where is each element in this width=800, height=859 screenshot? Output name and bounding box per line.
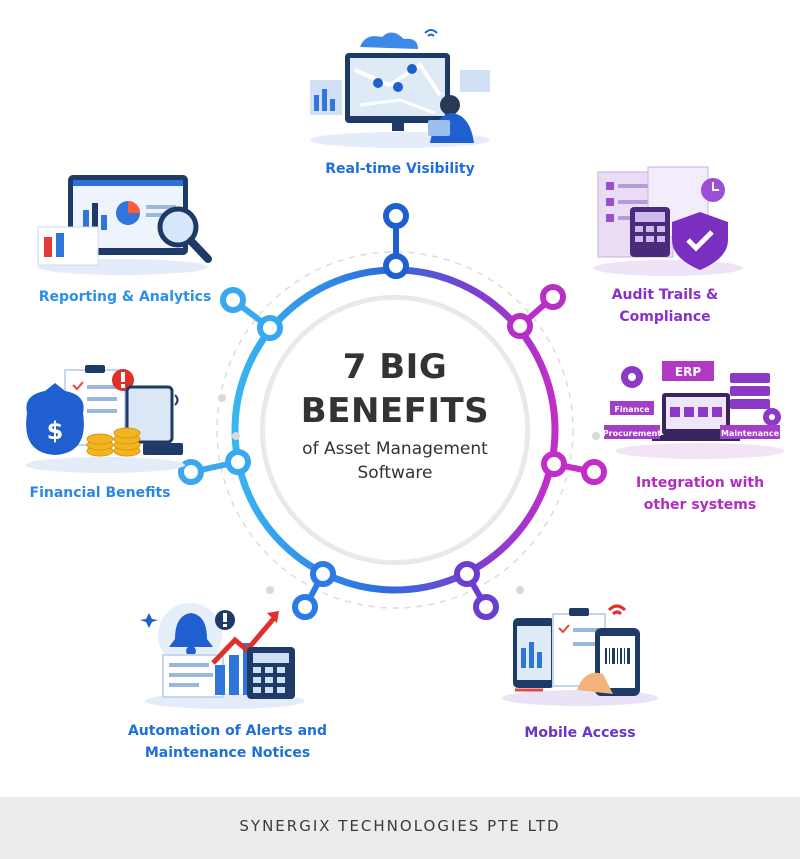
node-left: [178, 449, 251, 485]
label-audit-line1: Audit Trails &: [611, 287, 719, 303]
center-subtitle-line1: of Asset Management: [302, 439, 488, 459]
benefit-ring: [178, 203, 607, 620]
label-automation-line2: Maintenance Notices: [144, 745, 311, 761]
label-reporting-analytics: Reporting & Analytics: [38, 289, 212, 305]
reporting-analytics-illustration: [37, 175, 212, 275]
node-lower-right: [454, 561, 499, 620]
node-lower-left: [292, 561, 336, 620]
tag-maintenance: Maintenance: [721, 429, 780, 438]
footer-company-name: SYNERGIX TECHNOLOGIES PTE LTD: [239, 817, 561, 835]
center-title-block: 7 BIG BENEFITS of Asset Management Softw…: [270, 345, 520, 485]
label-automation-alerts: Automation of Alerts and Maintenance Not…: [110, 720, 345, 764]
audit-compliance-illustration: [593, 166, 743, 276]
real-time-visibility-illustration: [310, 29, 490, 148]
label-financial-benefits: Financial Benefits: [29, 485, 171, 501]
automation-alerts-illustration: [140, 603, 305, 709]
label-audit-line2: Compliance: [619, 309, 711, 325]
financial-benefits-illustration: $: [25, 365, 185, 473]
svg-text:$: $: [47, 417, 64, 445]
center-title-line1: 7 BIG: [342, 347, 448, 387]
label-integration: Integration with other systems: [610, 472, 790, 516]
node-upper-right: [507, 284, 566, 339]
tag-erp: ERP: [675, 365, 701, 379]
footer-bar: SYNERGIX TECHNOLOGIES PTE LTD: [0, 797, 800, 859]
mobile-access-illustration: [502, 604, 658, 706]
integration-illustration: ERP Finance Procurement Maintenance: [603, 361, 785, 459]
label-real-time-visibility: Real-time Visibility: [325, 161, 475, 177]
node-right: [541, 451, 607, 485]
outer-dashed-ring: [216, 251, 574, 609]
label-integration-line1: Integration with: [635, 475, 765, 491]
label-automation-line1: Automation of Alerts and: [127, 723, 328, 739]
bell-icon: [169, 613, 213, 647]
label-integration-line2: other systems: [643, 497, 757, 513]
label-mobile-access: Mobile Access: [524, 725, 636, 741]
tag-finance: Finance: [614, 405, 650, 414]
tag-procurement: Procurement: [603, 429, 662, 438]
center-subtitle-line2: Software: [357, 463, 433, 483]
node-top: [383, 203, 409, 279]
label-audit-compliance: Audit Trails & Compliance: [580, 284, 750, 328]
center-title-line2: BENEFITS: [300, 391, 490, 431]
node-upper-left: [220, 287, 283, 341]
